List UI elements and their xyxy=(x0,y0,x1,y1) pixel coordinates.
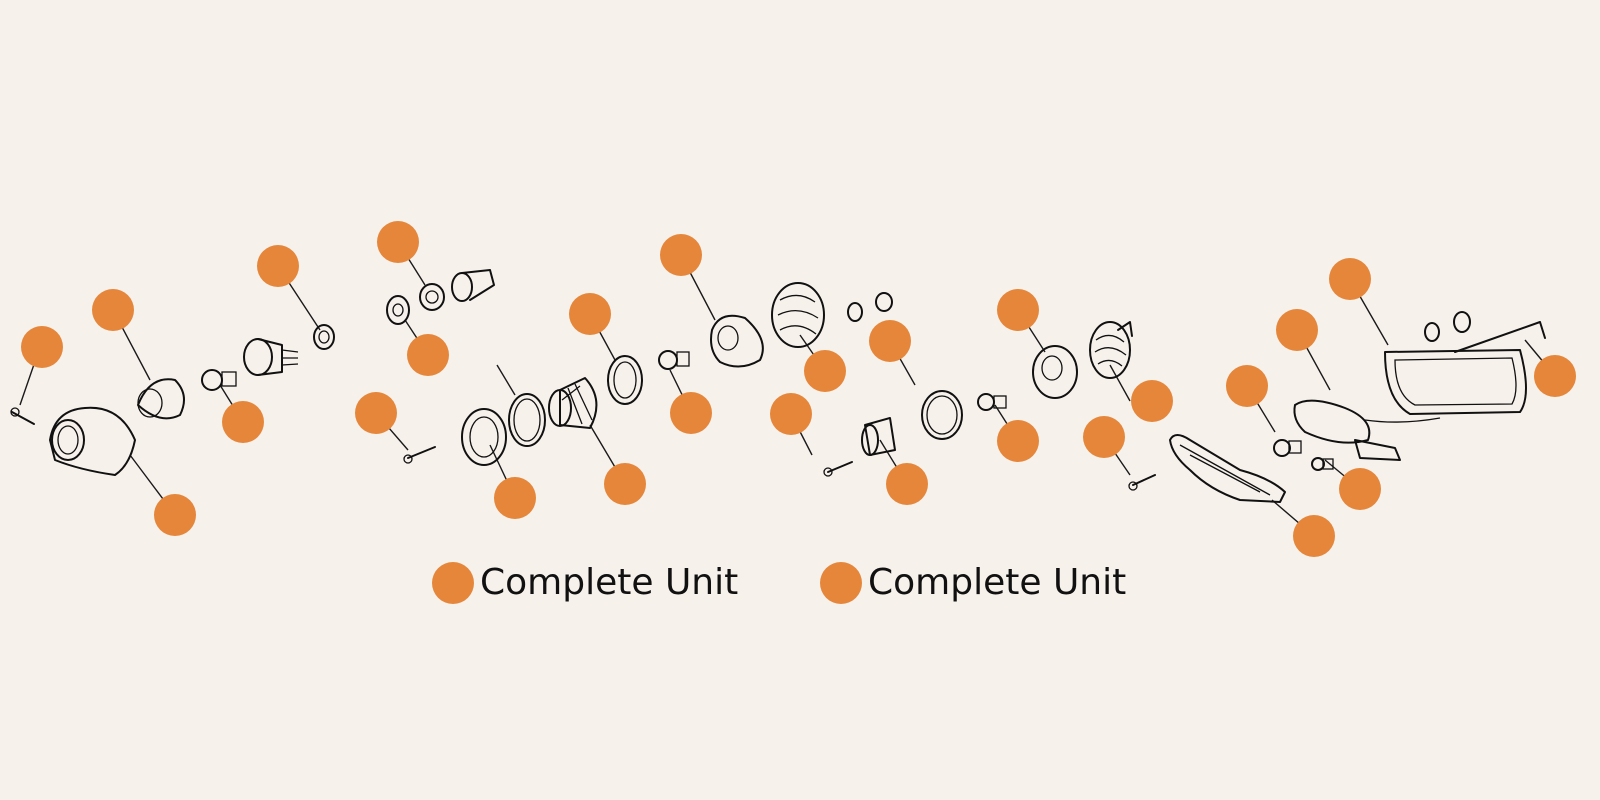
part-hotspot[interactable] xyxy=(154,494,196,536)
nut-part xyxy=(847,292,893,322)
bulb-part xyxy=(977,393,1007,411)
nut-part xyxy=(419,283,445,311)
part-hotspot[interactable] xyxy=(377,221,419,263)
part-hotspot[interactable] xyxy=(1083,416,1125,458)
socket-part xyxy=(710,314,764,368)
part-hotspot[interactable] xyxy=(494,477,536,519)
nut-part xyxy=(1424,311,1471,342)
part-hotspot[interactable] xyxy=(604,463,646,505)
screw-part xyxy=(403,446,436,464)
reflector-part xyxy=(1169,434,1286,503)
turn-signal-assembly-4 xyxy=(977,289,1173,491)
part-hotspot[interactable] xyxy=(670,392,712,434)
lens-part xyxy=(1384,321,1546,415)
legend-complete-unit-2[interactable]: Complete Unit xyxy=(820,562,1126,604)
part-hotspot[interactable] xyxy=(997,289,1039,331)
complete-unit-hotspot[interactable] xyxy=(820,562,862,604)
bulb-part xyxy=(201,369,237,391)
socket-part xyxy=(1032,345,1078,399)
housing-part xyxy=(49,406,136,476)
legend-label: Complete Unit xyxy=(868,562,1127,603)
housing-part xyxy=(461,408,507,466)
washer-part xyxy=(386,295,410,325)
turn-signal-assembly-5 xyxy=(1169,258,1576,557)
part-hotspot[interactable] xyxy=(355,392,397,434)
bezel-part xyxy=(607,355,643,405)
socket-part xyxy=(243,338,299,376)
legend-label: Complete Unit xyxy=(480,562,739,603)
screw-part xyxy=(10,407,35,425)
part-hotspot[interactable] xyxy=(257,245,299,287)
part-hotspot[interactable] xyxy=(869,320,911,362)
part-hotspot[interactable] xyxy=(1276,309,1318,351)
part-hotspot[interactable] xyxy=(804,350,846,392)
gasket-part xyxy=(508,393,546,447)
lens-part xyxy=(137,378,185,420)
part-hotspot[interactable] xyxy=(770,393,812,435)
screw-part xyxy=(1128,474,1156,491)
screw-part xyxy=(823,461,853,477)
turn-signal-assembly-3 xyxy=(658,234,963,505)
turn-signal-assembly-2 xyxy=(355,221,646,519)
bulb-part xyxy=(1273,439,1302,457)
bulb-part xyxy=(1311,457,1334,471)
indicator-part xyxy=(1293,399,1441,461)
lens-part xyxy=(1089,321,1133,379)
part-hotspot[interactable] xyxy=(886,463,928,505)
lens-part xyxy=(861,417,896,456)
part-hotspot[interactable] xyxy=(997,420,1039,462)
part-hotspot[interactable] xyxy=(1131,380,1173,422)
bulb-part xyxy=(658,350,690,370)
grommet-part xyxy=(451,269,495,302)
part-hotspot[interactable] xyxy=(92,289,134,331)
part-hotspot[interactable] xyxy=(569,293,611,335)
nut-part xyxy=(313,324,335,350)
complete-unit-hotspot[interactable] xyxy=(432,562,474,604)
part-hotspot[interactable] xyxy=(1534,355,1576,397)
part-hotspot[interactable] xyxy=(21,326,63,368)
turn-signal-assembly-1 xyxy=(10,245,335,536)
part-hotspot[interactable] xyxy=(660,234,702,276)
part-hotspot[interactable] xyxy=(1293,515,1335,557)
part-hotspot[interactable] xyxy=(222,401,264,443)
lens-part xyxy=(771,282,825,348)
part-hotspot[interactable] xyxy=(407,334,449,376)
part-hotspot[interactable] xyxy=(1339,468,1381,510)
lens-part xyxy=(548,377,598,429)
gasket-part xyxy=(921,390,963,440)
legend-complete-unit-1[interactable]: Complete Unit xyxy=(432,562,738,604)
part-hotspot[interactable] xyxy=(1329,258,1371,300)
part-hotspot[interactable] xyxy=(1226,365,1268,407)
